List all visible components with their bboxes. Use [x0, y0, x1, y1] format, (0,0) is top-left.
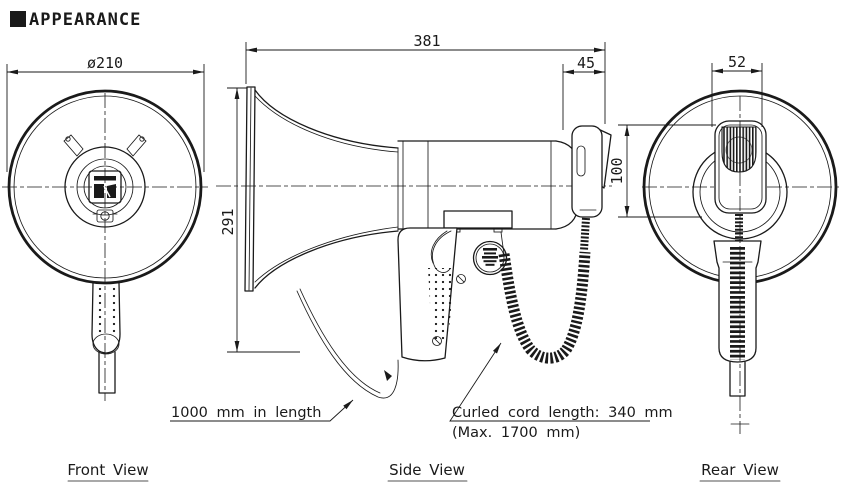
annotation-curled-cord: Curled cord length: 340 mm (Max. 1700 mm… — [449, 342, 673, 441]
mounting-bracket — [443, 210, 513, 233]
trigger — [432, 230, 452, 273]
side-view: 381 45 291 Side View — [216, 32, 612, 482]
driver-housing — [64, 146, 146, 228]
dimension-mic-depth: 45 — [562, 54, 605, 130]
curled-cord-text: Curled cord length: 340 mm — [452, 405, 673, 421]
dimension-mic-height: 100 — [608, 124, 716, 218]
dimension-front-diameter: ø210 — [6, 54, 205, 172]
dim-overall-length-label: 381 — [413, 32, 440, 50]
mic-body-side — [571, 125, 603, 218]
dimension-overall-length: 381 — [245, 32, 606, 124]
rear-grip — [713, 240, 762, 397]
page-title: APPEARANCE — [29, 10, 141, 30]
bracket-left — [63, 134, 84, 157]
microphone-side — [571, 125, 612, 218]
horn-bell-side — [254, 89, 399, 289]
dim-overall-height-label: 291 — [219, 208, 237, 235]
rear-view: 52 100 Rear View — [608, 53, 842, 482]
curled-cord-max-text: (Max. 1700 mm) — [452, 425, 580, 441]
dim-front-diameter-label: ø210 — [87, 54, 123, 72]
bottom-fitting — [92, 209, 118, 223]
annotation-strap-length: 1000 mm in length — [170, 399, 354, 422]
toa-logo — [88, 170, 122, 204]
mic-strain-relief — [580, 217, 590, 251]
front-view: ø210 Front View — [2, 54, 208, 482]
front-view-label: Front View — [67, 461, 148, 479]
mic-grille — [721, 126, 757, 173]
microphone-rear — [714, 120, 767, 214]
dimension-overall-height: 291 — [219, 87, 300, 353]
coiled-cord — [498, 251, 591, 364]
rear-view-label: Rear View — [701, 461, 779, 479]
bell-rim-side — [244, 86, 256, 292]
horn-bell-rim — [7, 89, 203, 285]
strap-length-text: 1000 mm in length — [171, 405, 321, 421]
side-view-label: Side View — [389, 461, 465, 479]
dim-mic-depth-label: 45 — [577, 54, 595, 72]
pistol-grip — [397, 227, 466, 362]
carrying-strap — [296, 288, 399, 399]
section-title: APPEARANCE — [10, 10, 141, 30]
rear-cord — [729, 361, 746, 397]
dimension-mic-width: 52 — [711, 53, 763, 127]
dim-mic-width-label: 52 — [728, 53, 746, 71]
model-label-badge — [472, 240, 508, 276]
front-cord — [98, 351, 116, 394]
bracket-right — [126, 134, 147, 157]
front-handle — [91, 282, 121, 394]
section-marker-icon — [10, 11, 26, 27]
ptt-button — [576, 145, 586, 177]
dim-mic-height-label: 100 — [608, 157, 626, 184]
